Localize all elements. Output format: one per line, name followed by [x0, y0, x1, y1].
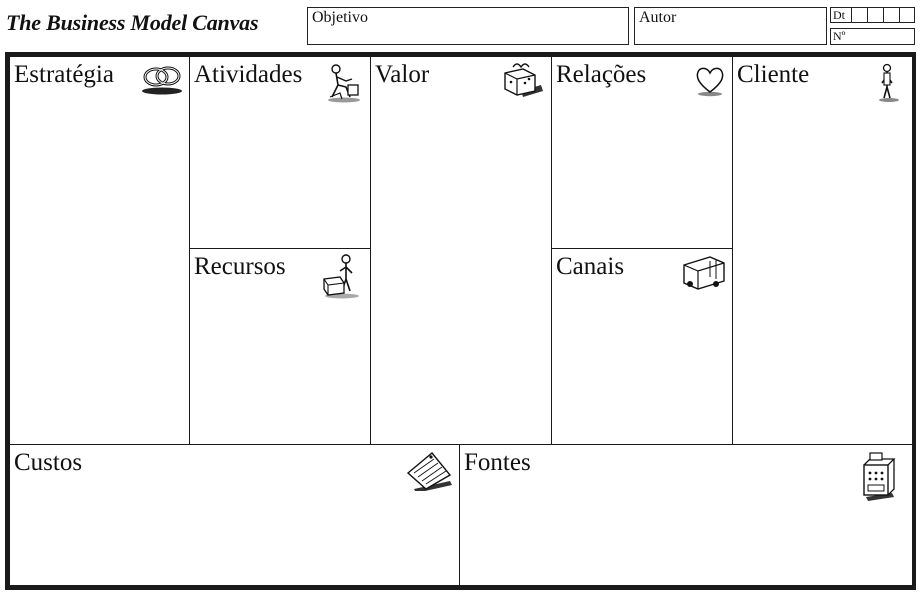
objective-label: Objetivo: [312, 9, 368, 26]
block-cliente-title: Cliente: [737, 61, 810, 88]
block-custos-title: Custos: [14, 449, 83, 476]
block-custos[interactable]: Custos: [9, 444, 460, 586]
block-recursos[interactable]: Recursos: [189, 248, 371, 445]
block-cliente[interactable]: Cliente: [732, 56, 913, 445]
objective-field[interactable]: Objetivo: [307, 7, 629, 45]
standing-person-icon: [877, 63, 901, 103]
worker-icon: [326, 63, 362, 103]
author-label: Autor: [639, 9, 677, 26]
date-label: Dt: [830, 7, 852, 23]
delivery-truck-icon: [680, 251, 728, 291]
block-relacoes[interactable]: Relações: [551, 56, 733, 249]
number-field[interactable]: Nº: [830, 28, 915, 45]
block-valor[interactable]: Valor: [370, 56, 552, 445]
canvas-frame: [5, 52, 916, 590]
block-valor-title: Valor: [375, 61, 430, 88]
date-box-1[interactable]: [851, 7, 868, 23]
block-recursos-title: Recursos: [194, 253, 286, 280]
block-atividades-title: Atividades: [194, 61, 303, 88]
block-canais[interactable]: Canais: [551, 248, 733, 445]
cash-register-icon: [860, 451, 896, 501]
author-field[interactable]: Autor: [634, 7, 827, 45]
linked-rings-icon: [140, 63, 184, 95]
page-title: The Business Model Canvas: [6, 10, 259, 35]
date-box-3[interactable]: [883, 7, 900, 23]
block-atividades[interactable]: Atividades: [189, 56, 371, 249]
block-fontes-title: Fontes: [464, 449, 531, 476]
heart-icon: [694, 65, 726, 97]
block-fontes[interactable]: Fontes: [459, 444, 913, 586]
block-estrategia-title: Estratégia: [14, 61, 114, 88]
block-relacoes-title: Relações: [556, 61, 647, 88]
person-with-box-icon: [322, 253, 362, 299]
price-tag-icon: [406, 451, 454, 491]
number-label: Nº: [833, 29, 846, 43]
gift-box-icon: [501, 61, 545, 101]
block-estrategia[interactable]: Estratégia: [9, 56, 190, 445]
date-box-4[interactable]: [899, 7, 915, 23]
date-box-2[interactable]: [867, 7, 884, 23]
block-canais-title: Canais: [556, 253, 625, 280]
